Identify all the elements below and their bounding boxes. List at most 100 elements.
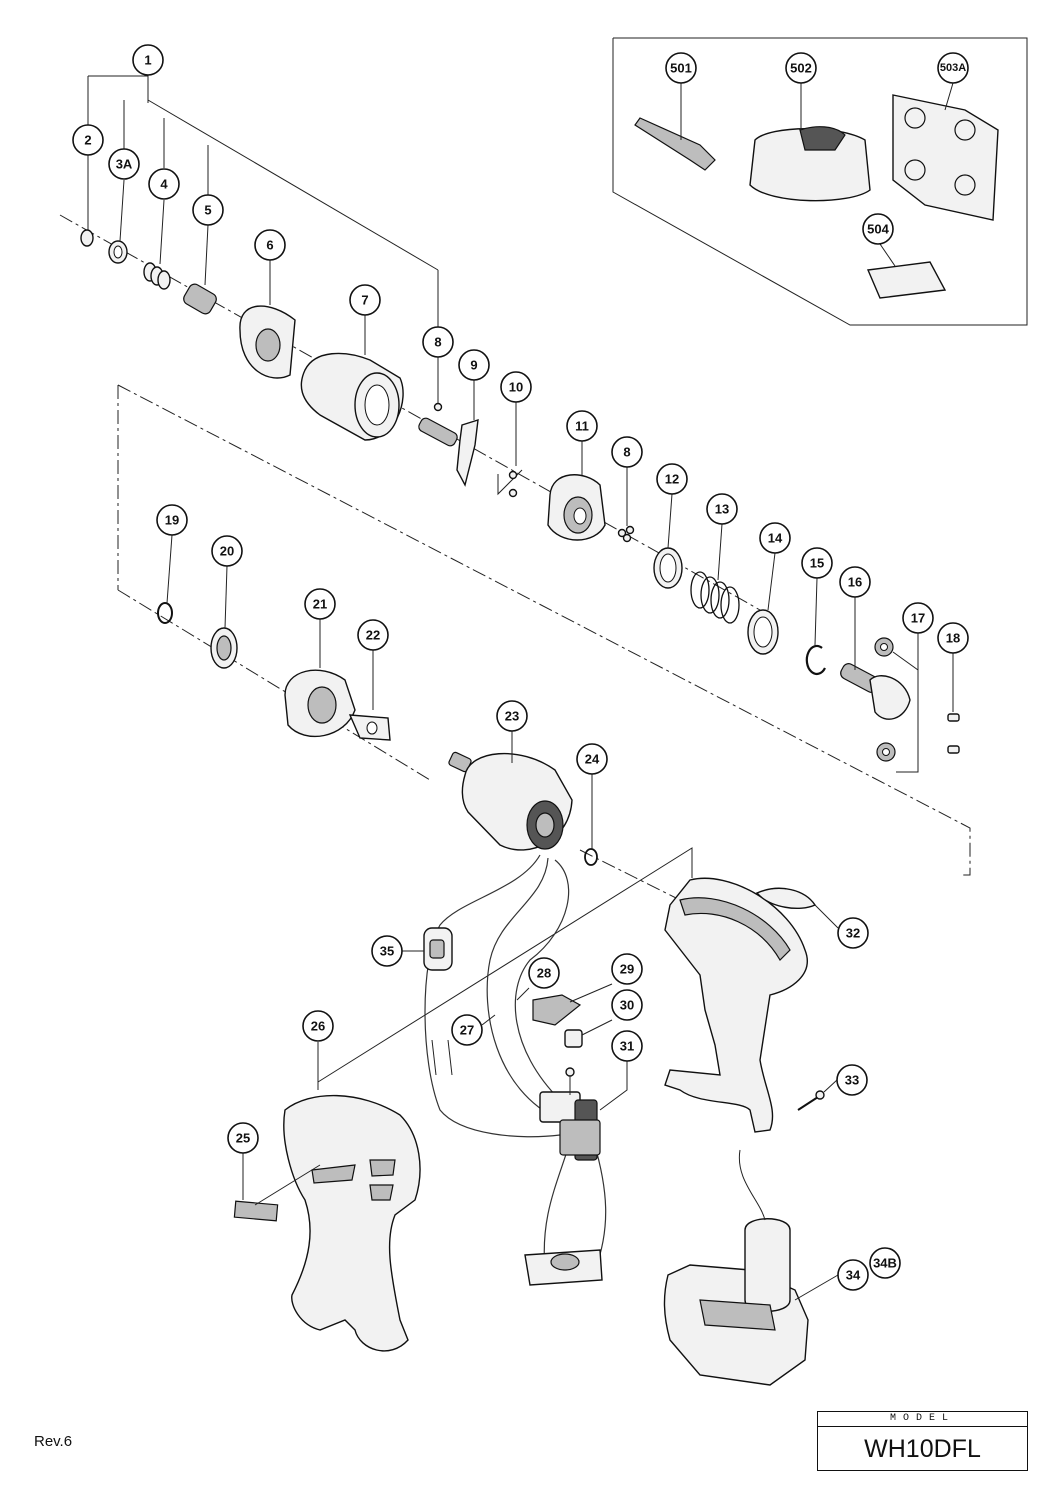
- internal-gear-21: [284, 619, 356, 738]
- model-box: MODEL WH10DFL: [817, 1411, 1028, 1471]
- callout-32: 32: [837, 917, 869, 949]
- spring-4: [143, 199, 171, 290]
- svg-text:22: 22: [366, 628, 380, 643]
- hook-504: [866, 243, 947, 299]
- callout-15: 15: [801, 547, 833, 579]
- callout-10: 10: [500, 371, 532, 403]
- svg-text:35: 35: [380, 944, 394, 959]
- internal-wiring: [424, 854, 607, 1271]
- steel-ball-8-upper: [433, 357, 443, 412]
- svg-text:16: 16: [848, 575, 862, 590]
- svg-text:33: 33: [845, 1073, 859, 1088]
- motor-23: [448, 731, 573, 851]
- callout-504: 504: [862, 213, 894, 245]
- callout-27: 27: [451, 1014, 483, 1046]
- svg-text:24: 24: [585, 752, 600, 767]
- spring-13: [690, 523, 740, 624]
- svg-text:34B: 34B: [873, 1256, 897, 1271]
- callout-9: 9: [458, 349, 490, 381]
- callout-8-lower: 8: [611, 436, 643, 468]
- svg-text:6: 6: [266, 238, 273, 253]
- trigger-29: [532, 983, 613, 1026]
- lead-wire-28: [516, 987, 530, 1001]
- callout-1: 1: [132, 44, 164, 76]
- svg-text:34: 34: [846, 1268, 861, 1283]
- svg-text:2: 2: [84, 133, 91, 148]
- part-1-bracket: [87, 75, 439, 330]
- washer-24: [584, 774, 598, 866]
- callout-12: 12: [656, 463, 688, 495]
- svg-text:3A: 3A: [116, 157, 133, 172]
- plate-22: [348, 650, 391, 741]
- svg-text:23: 23: [505, 709, 519, 724]
- lead-wire-27: [481, 1014, 496, 1026]
- callout-31: 31: [611, 1030, 643, 1062]
- callout-23: 23: [496, 700, 528, 732]
- assembly-axis-lines: [59, 214, 971, 1083]
- svg-text:19: 19: [165, 513, 179, 528]
- callout-16: 16: [839, 566, 871, 598]
- callout-2: 2: [72, 124, 104, 156]
- callout-20: 20: [211, 535, 243, 567]
- svg-text:9: 9: [470, 358, 477, 373]
- callout-502: 502: [785, 52, 817, 84]
- battery-34: [663, 1149, 839, 1386]
- svg-text:13: 13: [715, 502, 729, 517]
- callout-6: 6: [254, 229, 286, 261]
- svg-text:8: 8: [623, 445, 630, 460]
- callout-17: 17: [902, 602, 934, 634]
- snap-ring-2: [80, 155, 94, 247]
- callout-501: 501: [665, 52, 697, 84]
- callout-34b: 34B: [869, 1247, 901, 1279]
- charger-502: [749, 83, 871, 202]
- switch-assembly-31: [524, 1061, 628, 1286]
- accessory-frame: [612, 37, 1028, 326]
- housing-32: [664, 877, 839, 1133]
- model-caption: MODEL: [818, 1412, 1027, 1427]
- callout-4: 4: [148, 168, 180, 200]
- callout-35: 35: [371, 935, 403, 967]
- snap-ring-19: [157, 534, 173, 624]
- bit-501: [634, 83, 716, 171]
- washer-3a: [108, 179, 128, 264]
- callout-22: 22: [357, 619, 389, 651]
- hammer-11: [547, 441, 606, 541]
- callout-3a: 3A: [108, 148, 140, 180]
- ball-bearing-20: [210, 565, 238, 669]
- callout-13: 13: [706, 493, 738, 525]
- callout-33: 33: [836, 1064, 868, 1096]
- screw-33: [797, 1079, 838, 1111]
- callout-29: 29: [611, 953, 643, 985]
- callout-25: 25: [227, 1122, 259, 1154]
- snap-ring-15: [805, 577, 826, 676]
- callout-26: 26: [302, 1010, 334, 1042]
- svg-text:7: 7: [361, 293, 368, 308]
- steel-balls-10: [497, 402, 523, 498]
- svg-text:503A: 503A: [940, 62, 966, 74]
- svg-text:26: 26: [311, 1019, 325, 1034]
- callout-503a: 503A: [937, 52, 969, 84]
- callout-11: 11: [566, 410, 598, 442]
- svg-text:21: 21: [313, 597, 327, 612]
- callout-18: 18: [937, 622, 969, 654]
- svg-text:25: 25: [236, 1131, 250, 1146]
- svg-text:1: 1: [144, 53, 151, 68]
- callout-28: 28: [528, 957, 560, 989]
- svg-text:27: 27: [460, 1023, 474, 1038]
- washer-14: [747, 552, 779, 655]
- svg-text:17: 17: [911, 611, 925, 626]
- svg-text:30: 30: [620, 998, 634, 1013]
- callout-8-upper: 8: [422, 326, 454, 358]
- svg-text:504: 504: [867, 222, 889, 237]
- callout-24: 24: [576, 743, 608, 775]
- svg-text:5: 5: [204, 203, 211, 218]
- callout-5: 5: [192, 194, 224, 226]
- callout-21: 21: [304, 588, 336, 620]
- housing-set-26: [283, 1042, 421, 1352]
- spindle-16: [840, 597, 911, 720]
- hammer-case-7: [300, 315, 404, 441]
- idle-gears-17: [874, 632, 919, 773]
- grip-6: [239, 260, 296, 379]
- svg-text:502: 502: [790, 61, 812, 76]
- callout-14: 14: [759, 522, 791, 554]
